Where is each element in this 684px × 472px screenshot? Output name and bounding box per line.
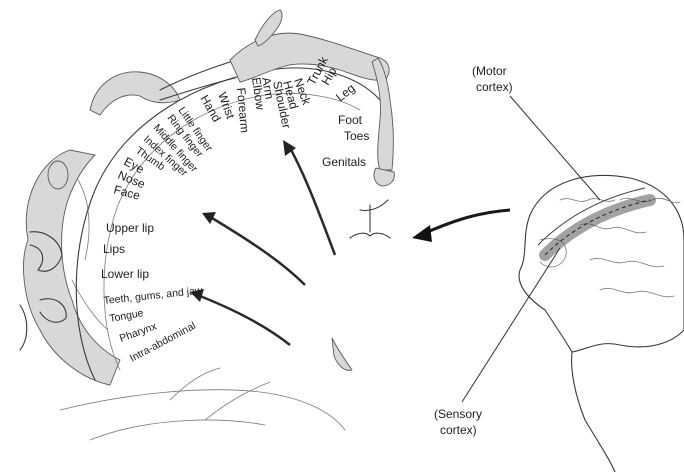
label-lower-lip: Lower lip — [101, 267, 149, 281]
body-part-labels: Neck Head Shoulder Arm Elbow Forearm Wri… — [101, 53, 369, 364]
label-toes: Toes — [344, 129, 369, 143]
label-lips: Lips — [103, 242, 125, 256]
genital-shapes — [350, 200, 390, 238]
label-leg: Leg — [333, 81, 357, 104]
label-upper-lip: Upper lip — [106, 221, 154, 235]
label-foot: Foot — [338, 113, 363, 127]
label-teeth-gums-jaw: Teeth, gums, and jaw — [103, 285, 203, 307]
sensory-cortex-label-line2: cortex) — [440, 423, 477, 437]
projection-arrows — [190, 140, 510, 345]
callout-labels: (Motor cortex) (Sensory cortex) — [434, 64, 513, 437]
arrow-head-4 — [412, 225, 432, 242]
label-genitals: Genitals — [322, 155, 366, 169]
motor-cortex-label-line1: (Motor — [472, 64, 507, 78]
cortex-fold-shape — [170, 338, 352, 420]
label-forearm: Forearm — [234, 87, 252, 133]
label-tongue: Tongue — [108, 307, 144, 325]
human-head-side-view — [519, 175, 684, 472]
motor-cortex-label-line2: cortex) — [476, 80, 513, 94]
callout-leaders — [462, 96, 600, 402]
sensory-cortex-label-line1: (Sensory — [434, 407, 482, 421]
